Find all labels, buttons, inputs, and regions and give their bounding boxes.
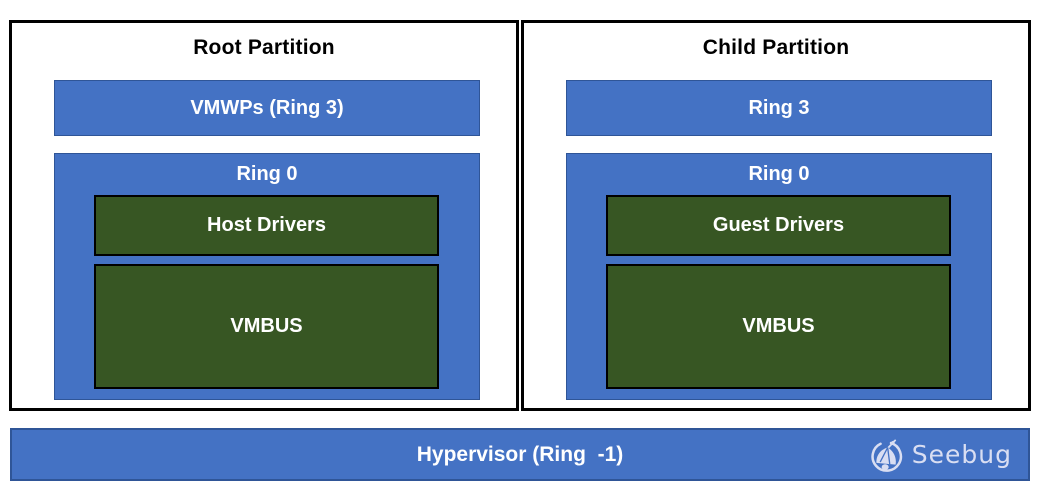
child-vmbus-label: VMBUS	[742, 315, 815, 337]
root-vmbus-box: VMBUS	[94, 264, 439, 389]
host-drivers-box: Host Drivers	[94, 195, 439, 256]
child-ring0-box: Ring 0 Guest Drivers VMBUS	[566, 153, 992, 400]
root-ring0-box: Ring 0 Host Drivers VMBUS	[54, 153, 480, 400]
root-ring3-label: VMWPs (Ring 3)	[190, 96, 344, 119]
child-ring3-bar: Ring 3	[566, 80, 992, 136]
host-drivers-label: Host Drivers	[207, 214, 326, 236]
child-ring3-label: Ring 3	[748, 96, 810, 119]
child-ring0-label: Ring 0	[748, 163, 810, 185]
hypervisor-bar: Hypervisor (Ring -1)	[10, 428, 1030, 481]
guest-drivers-box: Guest Drivers	[606, 195, 951, 256]
guest-drivers-label: Guest Drivers	[712, 214, 845, 236]
root-partition-box: Root Partition VMWPs (Ring 3) Ring 0 Hos…	[9, 20, 519, 411]
child-vmbus-box: VMBUS	[606, 264, 951, 389]
child-partition-box: Child Partition Ring 3 Ring 0 Guest Driv…	[521, 20, 1031, 411]
child-partition-title: Child Partition	[702, 36, 850, 59]
root-vmbus-label: VMBUS	[230, 315, 303, 337]
root-partition-title: Root Partition	[193, 36, 335, 59]
seebug-logo: Seebug	[866, 435, 1012, 475]
hypervisor-label: Hypervisor (Ring -1)	[416, 442, 624, 466]
root-ring3-bar: VMWPs (Ring 3)	[54, 80, 480, 136]
seebug-bug-icon	[866, 435, 906, 475]
root-ring0-label: Ring 0	[236, 163, 298, 185]
seebug-logo-text: Seebug	[911, 440, 1012, 469]
